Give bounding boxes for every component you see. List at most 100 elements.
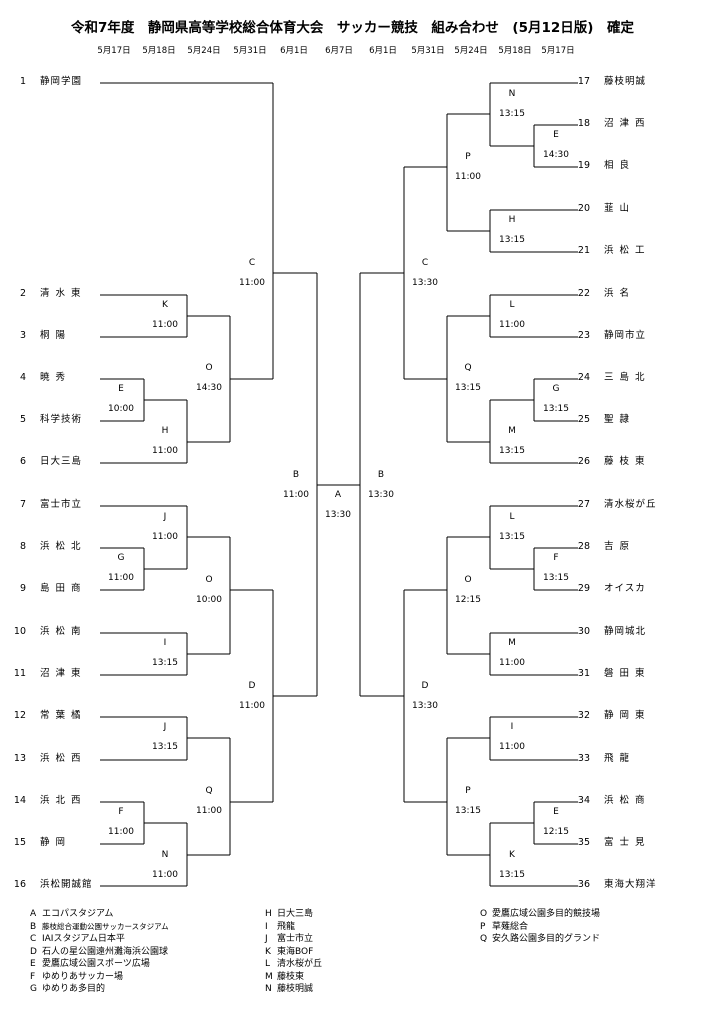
match-venue-r_m2: M	[508, 638, 516, 648]
match-venue-r_n: N	[508, 89, 516, 99]
seed-number: 27	[577, 499, 590, 510]
legend-key: P	[480, 921, 486, 932]
team-entry: 35 富士見	[570, 837, 651, 849]
match-venue-l_n: N	[161, 850, 169, 860]
legend-key: K	[265, 946, 271, 957]
match-time-r_p1: 11:00	[455, 172, 481, 182]
match-venue-r_m1: M	[508, 426, 516, 436]
legend-venue: 清水桜が丘	[277, 959, 323, 969]
team-name: 東海大翔洋	[604, 879, 657, 890]
match-venue-l_i: I	[163, 638, 167, 648]
seed-number: 33	[577, 753, 590, 764]
match-time-r_c: 13:30	[412, 278, 438, 288]
seed-number: 4	[19, 372, 26, 383]
team-name: 浜松北	[40, 541, 87, 552]
seed-number: 1	[19, 76, 26, 87]
legend-key: M	[265, 971, 273, 982]
legend-key: Q	[480, 934, 488, 944]
match-time-r_f: 13:15	[543, 573, 569, 583]
match-venue-l_j1: J	[163, 512, 167, 522]
match-venue-r_i: I	[510, 722, 514, 732]
round-date: 6月7日	[325, 46, 353, 56]
legend-venue: 東海BOF	[277, 946, 314, 957]
match-time-l_o2: 10:00	[196, 595, 222, 605]
match-venue-r_h: H	[508, 215, 516, 225]
legend-venue: 安久路公園多目的グランド	[492, 934, 601, 944]
match-venue-l_o1: O	[205, 363, 213, 373]
seed-number: 25	[577, 414, 590, 425]
seed-number: 2	[19, 288, 26, 299]
team-name: 浜松西	[40, 753, 87, 764]
seed-number: 3	[19, 330, 26, 341]
seed-number: 9	[19, 583, 26, 594]
seed-number: 17	[577, 76, 590, 87]
team-name: 藤枝明誠	[604, 76, 647, 87]
match-time-r_n: 13:15	[499, 109, 525, 119]
match-venue-final: A	[334, 490, 342, 500]
seed-number: 8	[19, 541, 26, 552]
seed-number: 20	[577, 203, 590, 214]
team-name: 富士見	[604, 837, 651, 848]
team-name: 日大三島	[40, 456, 83, 467]
legend-entry: Q 安久路公園多目的グランド	[480, 933, 600, 945]
match-time-r_p2: 13:15	[455, 806, 481, 816]
match-time-r_o: 12:15	[455, 595, 481, 605]
legend-key: C	[30, 934, 37, 944]
match-time-l_j1: 11:00	[152, 532, 178, 542]
seed-number: 22	[577, 288, 590, 299]
seed-number: 15	[13, 837, 26, 848]
seed-number: 31	[577, 668, 590, 679]
match-time-l_q: 11:00	[196, 806, 222, 816]
team-name: 浜北西	[40, 795, 87, 806]
team-name: 相良	[604, 160, 636, 171]
match-time-r_g: 13:15	[543, 404, 569, 414]
match-time-l_n: 11:00	[152, 870, 178, 880]
team-name: 常葉橘	[40, 710, 87, 721]
team-name: 聖隷	[604, 414, 636, 425]
match-venue-l_o2: O	[205, 575, 213, 585]
team-name: 静岡学園	[40, 76, 83, 87]
legend-venue: 藤枝東	[277, 971, 305, 982]
legend-venue: エコパスタジアム	[42, 909, 114, 919]
match-time-l_c: 11:00	[239, 278, 265, 288]
team-name: 沼津東	[40, 668, 87, 679]
match-time-r_m2: 11:00	[499, 658, 525, 668]
legend-key: O	[480, 909, 488, 919]
round-date: 5月31日	[233, 46, 267, 56]
team-name: 清水東	[40, 288, 87, 299]
legend-key: N	[265, 984, 272, 994]
match-time-l_i: 13:15	[152, 658, 178, 668]
team-entry: 1 静岡学園	[12, 76, 82, 88]
seed-number: 34	[577, 795, 590, 806]
team-name: 富士市立	[40, 499, 83, 510]
legend-key: L	[265, 959, 271, 969]
seed-number: 35	[577, 837, 590, 848]
team-name: 静岡東	[604, 710, 651, 721]
legend-key: B	[30, 921, 37, 932]
page-title: 令和7年度 静岡県高等学校総合体育大会 サッカー競技 組み合わせ (5月12日版…	[71, 20, 634, 36]
legend-key: G	[30, 984, 37, 994]
seed-number: 28	[577, 541, 590, 552]
match-venue-r_p2: P	[465, 786, 471, 796]
